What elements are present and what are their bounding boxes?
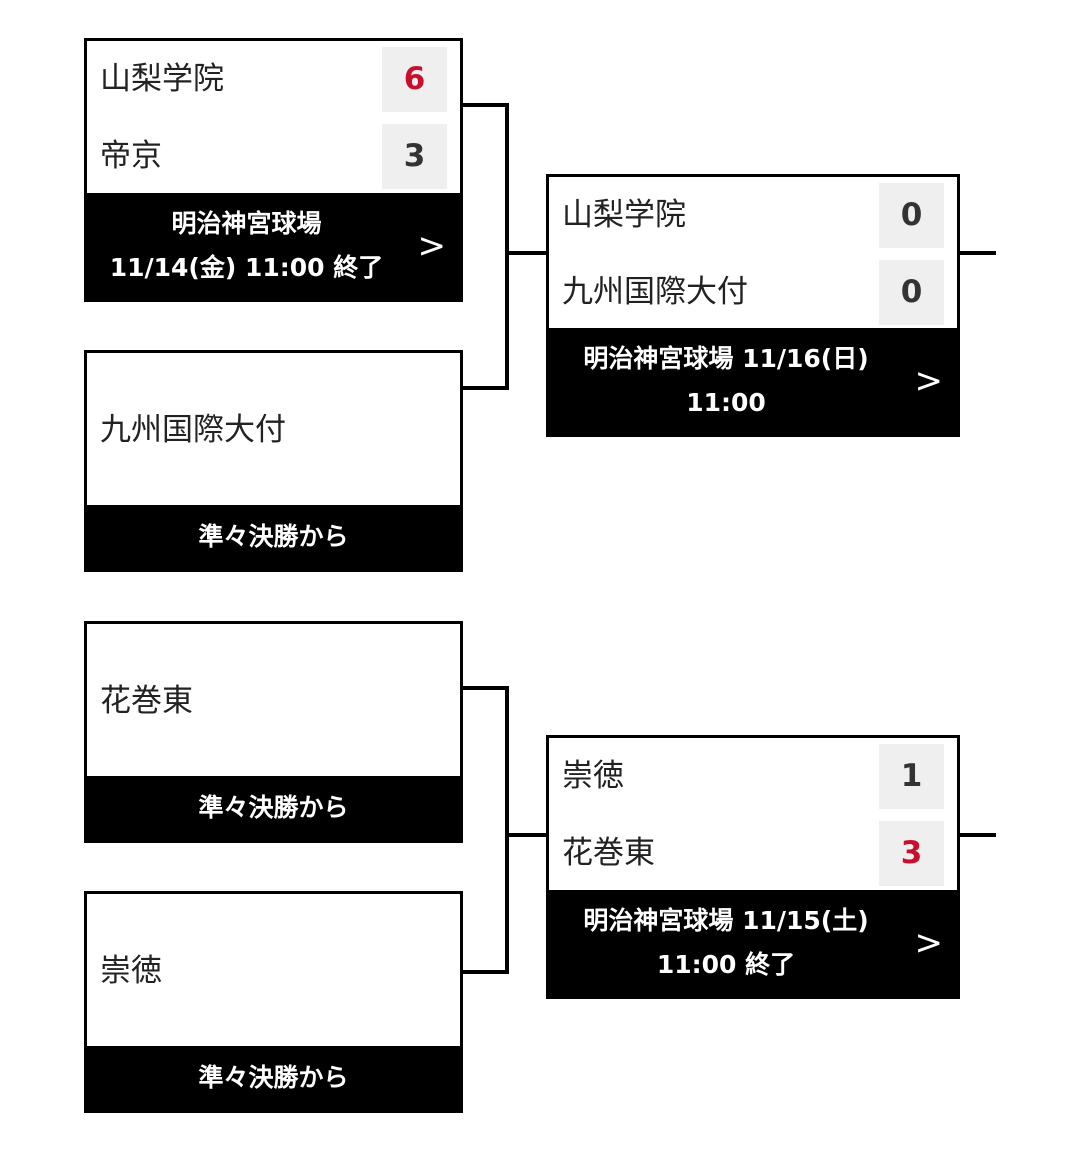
team-score: 6 [382,47,447,112]
team-score: 3 [879,821,944,886]
match-datetime: 11:00 [686,388,766,417]
match-info-bar[interactable]: 明治神宮球場 11/15(土) 11:00 終了 > [549,890,957,996]
seed-note-bar: 準々決勝から [87,505,460,569]
connector-line [505,833,549,837]
match-datetime: 11:00 終了 [656,950,796,979]
seed-note: 準々決勝から [198,793,349,822]
seed-card-top: 九州国際大付 準々決勝から [84,350,463,572]
team-name: 九州国際大付 [562,274,748,310]
connector-line [505,686,509,974]
connector-line [462,686,509,690]
team-row: 山梨学院 6 [87,41,460,117]
match-card-r2-bottom[interactable]: 崇徳 1 花巻東 3 明治神宮球場 11/15(土) 11:00 終了 > [546,735,960,999]
match-card-r2-top[interactable]: 山梨学院 0 九州国際大付 0 明治神宮球場 11/16(日) 11:00 > [546,174,960,437]
team-name: 九州国際大付 [100,412,286,448]
team-name: 山梨学院 [562,197,686,233]
team-score: 0 [879,260,944,325]
chevron-right-icon[interactable]: > [914,361,944,401]
team-name: 花巻東 [562,835,655,871]
chevron-right-icon[interactable]: > [417,226,447,266]
seed-card-bottom-a: 花巻東 準々決勝から [84,621,463,843]
match-card-r1-top[interactable]: 山梨学院 6 帝京 3 明治神宮球場 11/14(金) 11:00 終了 > [84,38,463,302]
connector-line [958,833,996,837]
chevron-right-icon[interactable]: > [914,923,944,963]
venue-text: 明治神宮球場 11/16(日) [583,344,869,373]
team-score: 1 [879,744,944,809]
team-name: 崇徳 [562,758,624,794]
connector-line [462,386,509,390]
team-row: 帝京 3 [87,118,460,194]
seed-note-bar: 準々決勝から [87,776,460,840]
seed-card-bottom-b: 崇徳 準々決勝から [84,891,463,1113]
team-name: 山梨学院 [100,61,224,97]
connector-line [462,970,509,974]
match-info-bar[interactable]: 明治神宮球場 11/14(金) 11:00 終了 > [87,193,460,299]
seed-note-bar: 準々決勝から [87,1046,460,1110]
venue-text: 明治神宮球場 11/15(土) [583,906,869,935]
match-info-bar[interactable]: 明治神宮球場 11/16(日) 11:00 > [549,328,957,434]
match-info: 明治神宮球場 11/15(土) 11:00 終了 [549,890,903,996]
team-row: 山梨学院 0 [549,177,957,253]
team-name: 帝京 [100,138,162,174]
team-name: 花巻東 [100,683,193,719]
match-info: 明治神宮球場 11/14(金) 11:00 終了 [87,193,406,299]
team-score: 3 [382,124,447,189]
team-row: 花巻東 3 [549,815,957,891]
team-score: 0 [879,183,944,248]
seed-note: 準々決勝から [198,1063,349,1092]
connector-line [505,251,549,255]
team-name: 崇徳 [100,953,162,989]
connector-line [505,103,509,390]
team-row: 崇徳 1 [549,738,957,814]
connector-line [462,103,509,107]
seed-note: 準々決勝から [198,522,349,551]
team-row: 九州国際大付 0 [549,254,957,330]
match-datetime: 11/14(金) 11:00 終了 [109,253,384,282]
venue-text: 明治神宮球場 [171,209,322,238]
match-info: 明治神宮球場 11/16(日) 11:00 [549,328,903,434]
connector-line [958,251,996,255]
